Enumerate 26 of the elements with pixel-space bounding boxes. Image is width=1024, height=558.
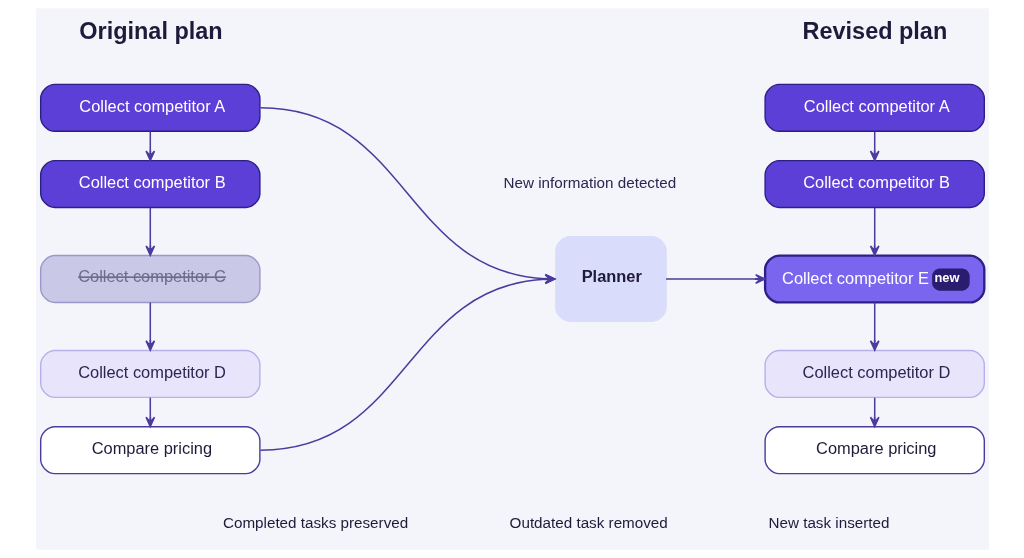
arrow bbox=[869, 396, 880, 428]
arrow bbox=[144, 130, 155, 162]
label: Original plan bbox=[78, 17, 223, 44]
node-box: Compare pricing bbox=[39, 426, 261, 475]
node-box: Collect competitor D bbox=[763, 349, 985, 399]
label: Revised plan bbox=[802, 17, 947, 44]
arrow bbox=[144, 301, 155, 351]
arrow bbox=[144, 206, 155, 257]
arrow bbox=[144, 396, 155, 428]
node-box: Collect competitor B bbox=[39, 159, 261, 209]
arrow bbox=[869, 206, 880, 257]
node-box: Collect competitor E new bbox=[763, 254, 985, 304]
node-box: Collect competitor D bbox=[39, 349, 261, 399]
legend-label: Completed tasks preserved bbox=[222, 513, 408, 531]
legend-label: Outdated task removed bbox=[509, 513, 668, 531]
node-box: Planner bbox=[554, 236, 667, 322]
legend-label: New task inserted bbox=[768, 513, 889, 531]
node-box: Collect competitor C bbox=[39, 254, 261, 304]
node-box: Collect competitor A bbox=[39, 83, 261, 132]
node-box: Collect competitor A bbox=[763, 83, 985, 132]
node-label: New information detected bbox=[503, 174, 676, 192]
arrow bbox=[664, 274, 766, 284]
arrow bbox=[869, 301, 880, 351]
node-box: Collect competitor B bbox=[763, 159, 985, 209]
arrow bbox=[869, 130, 880, 162]
node-box: Compare pricing bbox=[763, 426, 985, 475]
